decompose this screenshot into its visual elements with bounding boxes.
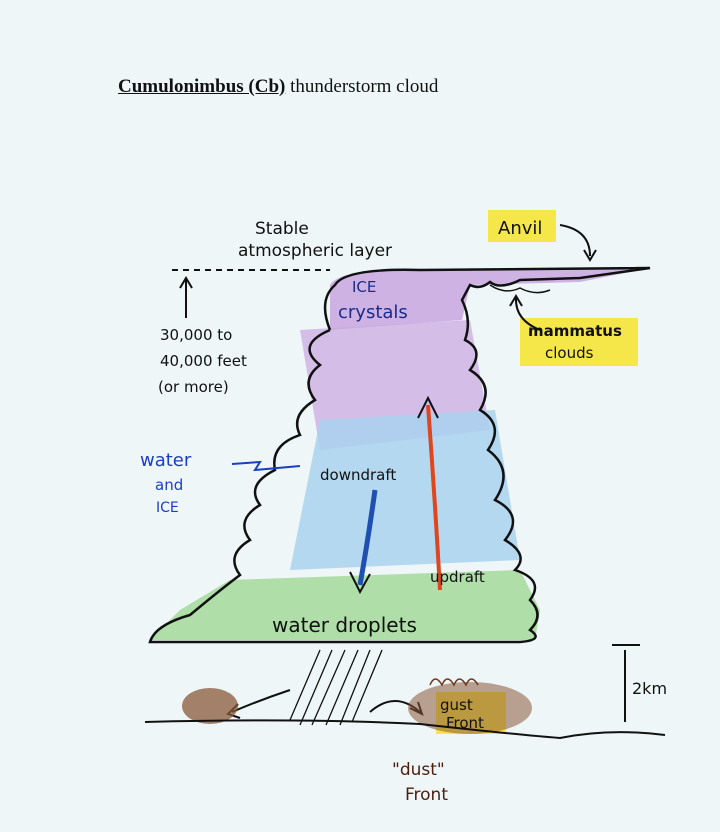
droplets-region <box>150 570 540 640</box>
ground-line <box>144 719 666 740</box>
water-label-1: water <box>140 450 192 471</box>
height-label-1: 30,000 to <box>160 326 232 344</box>
downdraft-arrow <box>357 489 378 586</box>
dust-right <box>408 682 532 734</box>
height-label-3: (or more) <box>158 378 229 396</box>
mammatus-arrow <box>514 297 541 331</box>
droplets-label: water droplets <box>272 613 417 637</box>
water-pointer <box>231 460 301 472</box>
height-arrowhead <box>179 276 193 289</box>
anvil-label: Anvil <box>498 218 542 239</box>
height-label-2: 40,000 feet <box>160 352 247 370</box>
updraft-arrow <box>426 404 442 591</box>
title-bold: Cumulonimbus (Cb) <box>118 76 286 97</box>
updraft-label: updraft <box>430 568 485 586</box>
dust-label-1: "dust" <box>392 760 445 780</box>
dust-label-2: Front <box>405 785 448 805</box>
gust-label-2: Front <box>446 714 484 732</box>
stable-label-2: atmospheric layer <box>238 241 392 261</box>
diagram-title: Cumulonimbus (Cb) thunderstorm cloud <box>118 76 438 98</box>
base-height-label: 2km <box>632 679 667 698</box>
ice-label-2: crystals <box>338 302 408 323</box>
anvil-highlight <box>488 210 556 242</box>
gust-label-1: gust <box>440 696 473 714</box>
cloud-outline <box>148 266 651 644</box>
mammatus-label-2: clouds <box>545 344 594 362</box>
water-label-3: ICE <box>156 500 179 516</box>
mammatus-arrowhead <box>509 294 523 307</box>
downdraft-label: downdraft <box>320 466 396 484</box>
title-rest: thunderstorm cloud <box>285 76 439 97</box>
dust-left <box>182 688 238 724</box>
ice-region <box>330 268 650 330</box>
ice-label-1: ICE <box>352 278 376 296</box>
mammatus-highlight <box>520 318 638 366</box>
mammatus-bumps <box>489 284 551 294</box>
anvil-arrowhead <box>583 249 597 262</box>
water-label-2: and <box>155 476 183 494</box>
downdraft-arrowhead <box>349 571 371 595</box>
water-ice-region <box>290 410 520 570</box>
anvil-arrow <box>559 224 591 257</box>
gust-curls <box>429 678 479 687</box>
outflow-left-arrow <box>231 689 291 713</box>
mammatus-label-1: mammatus <box>528 322 622 340</box>
stable-label-1: Stable <box>255 219 309 239</box>
updraft-arrowhead <box>417 395 439 419</box>
rain-shaft <box>289 649 383 726</box>
